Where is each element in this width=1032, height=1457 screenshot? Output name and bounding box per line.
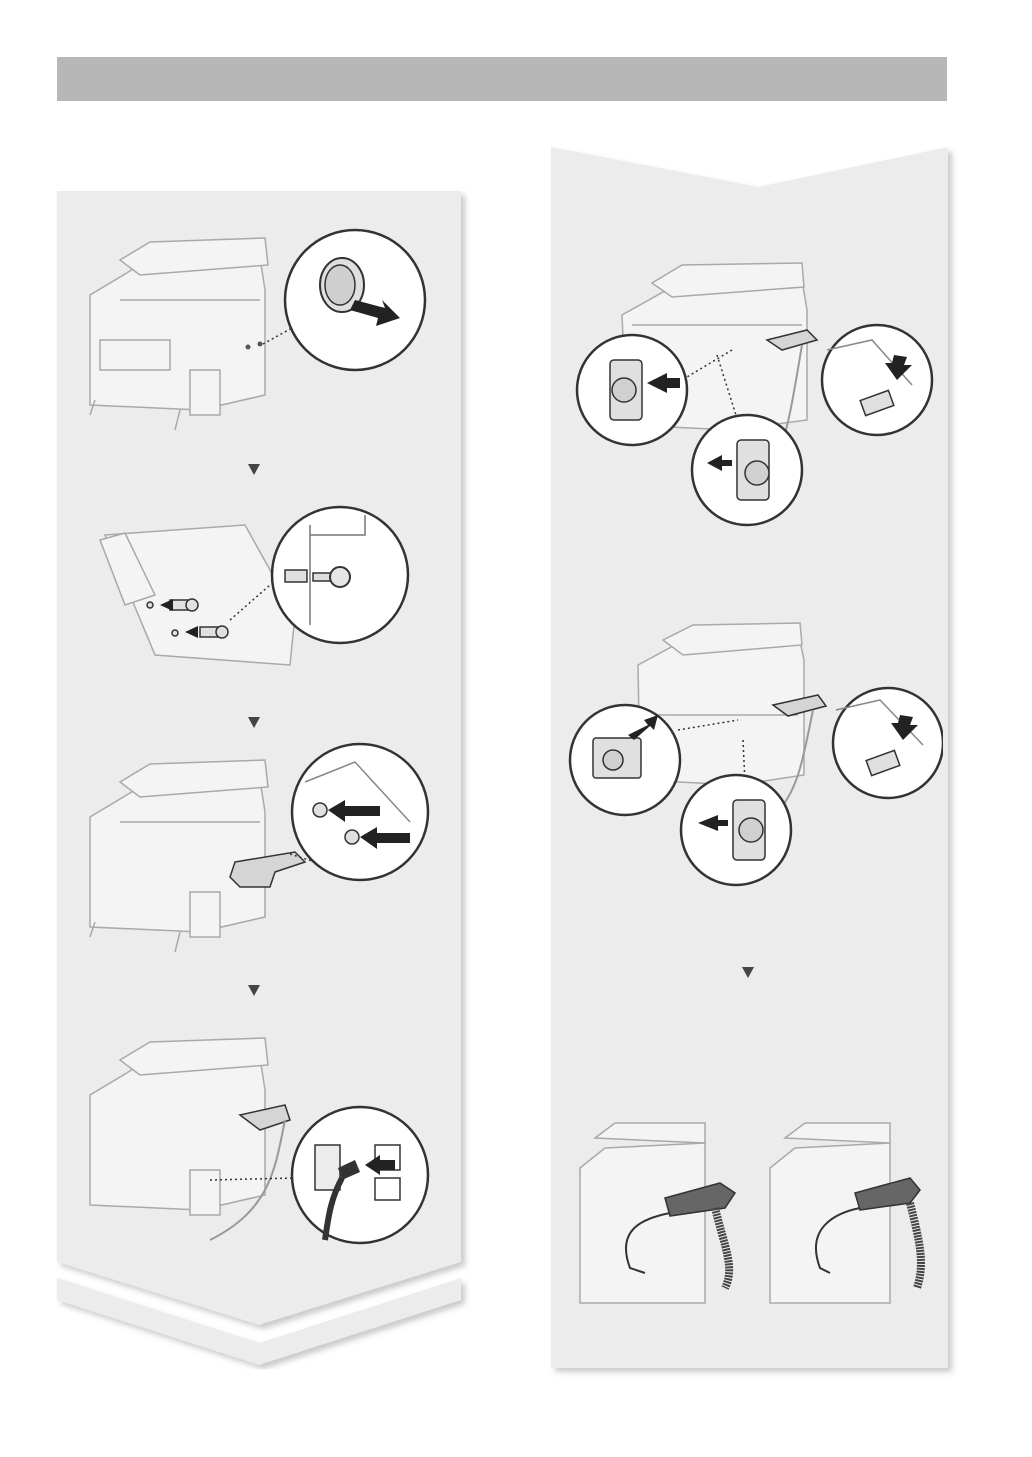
handset-holder-screws-icon — [95, 495, 415, 675]
step-arrow-1 — [248, 464, 260, 475]
cable-clip-attach-a-icon — [572, 255, 942, 530]
handset-cord-routing-icon — [575, 1118, 935, 1308]
printer-side-cap-removal-icon — [80, 220, 440, 450]
handset-holder-attach-icon — [80, 742, 440, 972]
step-arrow-2 — [248, 717, 260, 728]
cable-clip-attach-b-icon — [568, 620, 943, 895]
handset-cable-connect-icon — [80, 1020, 440, 1255]
step-arrow-4 — [742, 967, 754, 978]
step-arrow-3 — [248, 985, 260, 996]
